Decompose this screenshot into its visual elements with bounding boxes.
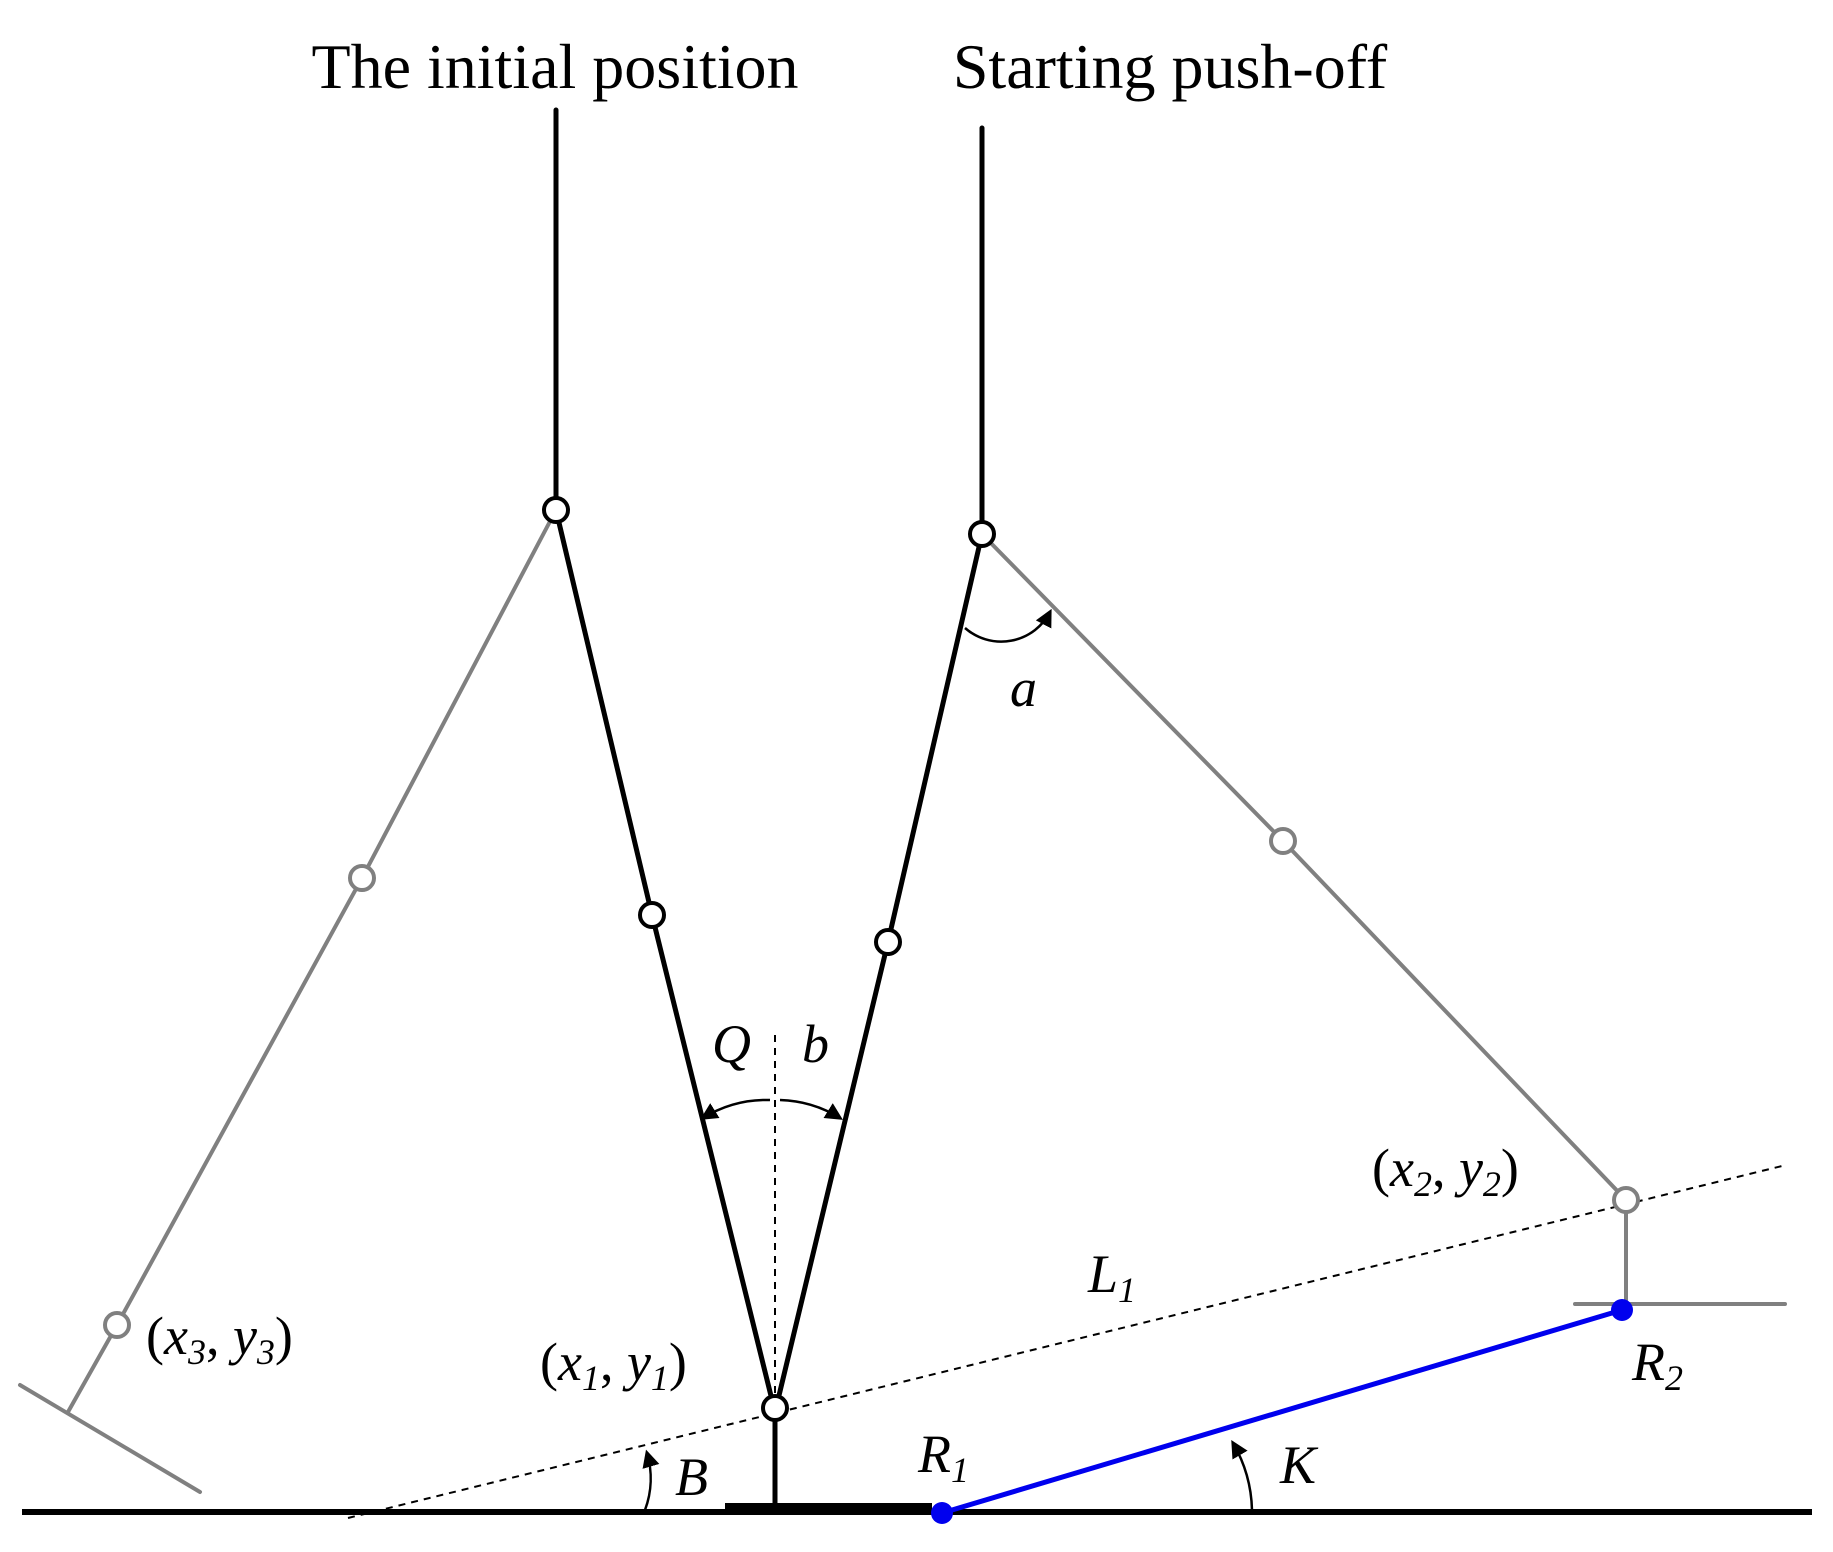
- angle-a-arc: [964, 608, 1052, 643]
- left-hip-joint: [542, 496, 570, 524]
- label-l1: L1: [1087, 1244, 1136, 1310]
- left-black-body: [553, 107, 777, 1411]
- label-angle-q: Q: [712, 1014, 751, 1074]
- left-knee-joint: [638, 901, 666, 929]
- point-x1-y1-joint: [761, 1394, 789, 1422]
- angle-big-b-arc: [642, 1449, 660, 1511]
- label-angle-big-b: B: [675, 1447, 708, 1507]
- angle-b-arc: [779, 1098, 843, 1120]
- label-angle-k: K: [1279, 1435, 1319, 1495]
- angle-k-arc: [1231, 1439, 1254, 1511]
- label-angle-b: b: [802, 1014, 829, 1074]
- title-initial-position: The initial position: [311, 31, 798, 102]
- right-gray-knee-joint: [1269, 827, 1297, 855]
- label-point-x3-y3: (x3, y3): [146, 1306, 293, 1372]
- left-foot-line: [18, 1383, 202, 1494]
- r2-point: [1611, 1299, 1633, 1321]
- label-r2: R2: [1631, 1332, 1683, 1398]
- label-point-x2-y2: (x2, y2): [1372, 1138, 1519, 1204]
- label-angle-a: a: [1010, 658, 1037, 718]
- label-r1: R1: [917, 1424, 969, 1490]
- right-black-body: [773, 125, 985, 1411]
- r1-point: [931, 1502, 953, 1524]
- title-starting-push-off: Starting push-off: [953, 31, 1388, 102]
- label-point-x1-y1: (x1, y1): [540, 1332, 687, 1398]
- left-gray-knee-joint: [348, 864, 376, 892]
- right-gray-leg: [980, 532, 1787, 1306]
- left-gray-leg: [18, 508, 558, 1494]
- right-hip-joint: [968, 520, 996, 548]
- point-x2-y2-joint: [1612, 1186, 1640, 1214]
- right-knee-joint: [874, 928, 902, 956]
- force-line-r1-r2: [941, 1307, 1623, 1516]
- angle-q-arc: [700, 1098, 771, 1120]
- point-x3-y3-joint: [103, 1311, 131, 1339]
